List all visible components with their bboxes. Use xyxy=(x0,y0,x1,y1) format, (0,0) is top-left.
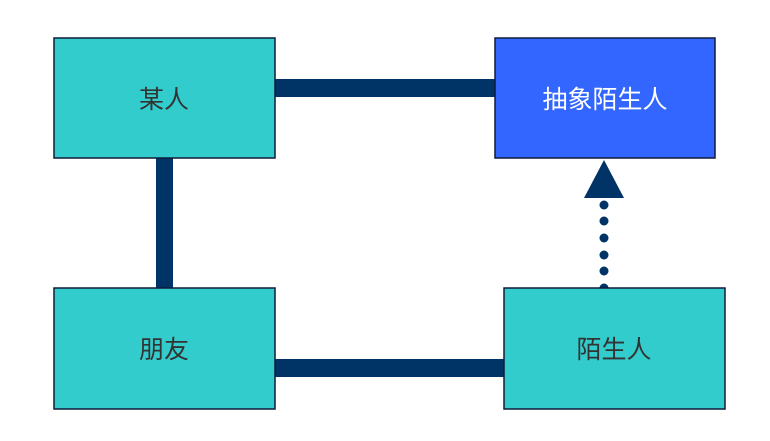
node-stranger-box xyxy=(503,287,726,410)
node-abstract-stranger-box xyxy=(494,37,716,159)
node-someone: 某人 xyxy=(53,37,276,159)
node-abstract-stranger: 抽象陌生人 xyxy=(494,37,716,159)
node-abstract-stranger-label: 抽象陌生人 xyxy=(542,85,667,114)
edge-someone-abstract-stranger xyxy=(274,79,496,97)
arrow-dot xyxy=(599,200,609,210)
edge-stranger-abstract-stranger-arrow xyxy=(584,160,624,293)
node-friend-box xyxy=(53,287,276,410)
arrow-dot xyxy=(599,250,609,260)
arrow-dot xyxy=(599,233,609,243)
edge-friend-stranger xyxy=(274,359,515,377)
edge-someone-friend xyxy=(156,157,173,298)
node-friend-label: 朋友 xyxy=(139,335,189,364)
node-stranger-label: 陌生人 xyxy=(576,335,651,364)
node-someone-label: 某人 xyxy=(139,85,189,114)
node-stranger: 陌生人 xyxy=(503,287,726,410)
node-friend: 朋友 xyxy=(53,287,276,410)
node-someone-box xyxy=(53,37,276,159)
arrow-dot xyxy=(599,266,609,276)
arrow-dot xyxy=(599,216,609,226)
arrow-head xyxy=(584,160,624,198)
